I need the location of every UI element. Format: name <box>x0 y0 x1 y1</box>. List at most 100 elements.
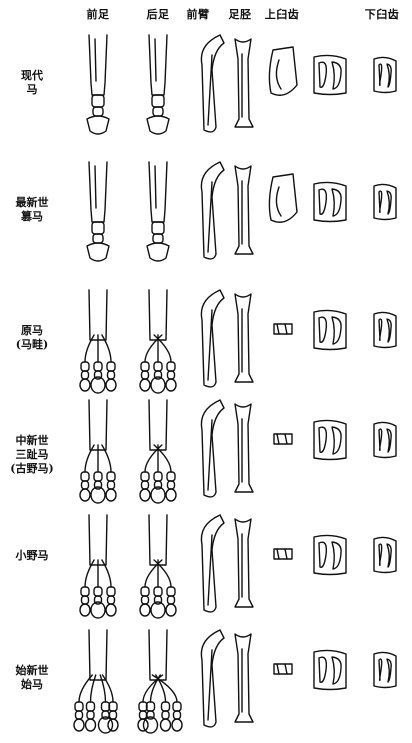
tooth-outline <box>374 422 396 457</box>
toe-hoof <box>166 489 176 501</box>
phalanx <box>82 371 89 379</box>
phalanx <box>152 222 164 234</box>
cusp-line <box>277 664 287 674</box>
phalanx <box>167 362 175 371</box>
phalanx <box>154 587 162 596</box>
phalanx <box>107 472 115 481</box>
phalanx <box>173 702 181 711</box>
splint-bone <box>95 39 96 81</box>
phalanx <box>110 711 117 719</box>
cannon-bone <box>89 35 107 95</box>
toe-hoof <box>86 719 96 731</box>
bone-line <box>208 310 212 380</box>
upper-molar-drawing <box>274 324 292 334</box>
radius-ulna <box>201 630 224 727</box>
phalanx <box>108 481 115 489</box>
upper-molar-crown-drawing <box>314 310 346 349</box>
enamel-loop <box>319 427 326 452</box>
phalanx <box>141 472 149 481</box>
upper-molar-crown-drawing <box>314 535 346 574</box>
radius-ulna <box>201 35 224 132</box>
hoof <box>87 116 109 134</box>
phalanx <box>154 472 162 481</box>
enamel-loop <box>319 317 326 342</box>
toe-hoof <box>172 719 182 731</box>
upper-molar-drawing <box>274 549 292 559</box>
tibia <box>235 166 253 254</box>
phalanx <box>75 702 83 711</box>
phalanx <box>152 95 164 107</box>
forearm-drawing <box>201 162 224 259</box>
cannon-bone <box>89 515 107 565</box>
upper-molar-crown-drawing <box>314 55 346 94</box>
phalanx <box>108 596 115 604</box>
cannon-bone <box>89 162 107 222</box>
splint-bone <box>155 39 156 81</box>
upper-molar-drawing <box>269 174 297 222</box>
phalanx <box>94 587 102 596</box>
upper-molar-crown-drawing <box>314 650 346 689</box>
phalanx <box>142 481 149 489</box>
tibia <box>235 519 253 607</box>
front-foot-drawing <box>87 162 109 261</box>
phalanx <box>87 702 95 711</box>
phalanx <box>168 371 175 379</box>
phalanx <box>141 362 149 371</box>
phalanx <box>167 472 175 481</box>
enamel-loop <box>379 319 382 340</box>
phalanx <box>94 362 102 371</box>
tibia-drawing <box>235 404 253 492</box>
cannon-bone <box>149 630 167 680</box>
forearm-drawing <box>201 515 224 612</box>
cannon-bone <box>89 400 107 450</box>
phalanx <box>168 596 175 604</box>
enamel-loop <box>387 659 391 682</box>
cannon-bone <box>149 400 167 450</box>
forearm-drawing <box>201 290 224 387</box>
phalanx <box>82 481 89 489</box>
radius-ulna <box>201 400 224 497</box>
toe-hoof <box>161 719 171 731</box>
phalanx <box>107 362 115 371</box>
hind-foot-drawing <box>140 515 176 618</box>
phalanx <box>93 234 103 243</box>
bone-line <box>208 420 212 490</box>
enamel-loop <box>379 64 382 85</box>
tooth-outline <box>374 537 396 572</box>
cannon-bone <box>149 515 167 565</box>
toe-hoof <box>140 379 150 391</box>
cannon-bone <box>149 290 167 340</box>
enamel-loop <box>379 659 382 680</box>
toe-hoof <box>106 489 116 501</box>
tooth-outline <box>374 184 396 219</box>
toe-hoof <box>140 604 150 616</box>
enamel-loop <box>332 189 341 216</box>
toe-hoof <box>106 604 116 616</box>
tooth-crown <box>269 47 297 95</box>
phalanx <box>162 702 170 711</box>
phalanx <box>108 371 115 379</box>
hind-foot-drawing <box>147 35 169 134</box>
cannon-bone <box>89 630 107 680</box>
phalanx <box>82 596 89 604</box>
enamel-loop <box>387 64 391 87</box>
phalanx <box>107 587 115 596</box>
tibia <box>235 39 253 127</box>
enamel-loop <box>387 429 391 452</box>
enamel-loop <box>319 657 326 682</box>
enamel-fold <box>276 60 281 89</box>
phalanx <box>142 371 149 379</box>
upper-molar-drawing <box>274 434 292 444</box>
cannon-bone <box>89 290 107 340</box>
toe-hoof <box>166 379 176 391</box>
tibia-drawing <box>235 39 253 127</box>
front-foot-drawing <box>80 290 116 393</box>
enamel-loop <box>387 544 391 567</box>
enamel-loop <box>379 544 382 565</box>
toe-hoof <box>106 379 116 391</box>
lower-molar-drawing <box>374 184 396 219</box>
hind-foot-drawing <box>140 290 176 393</box>
phalanx <box>76 711 83 719</box>
